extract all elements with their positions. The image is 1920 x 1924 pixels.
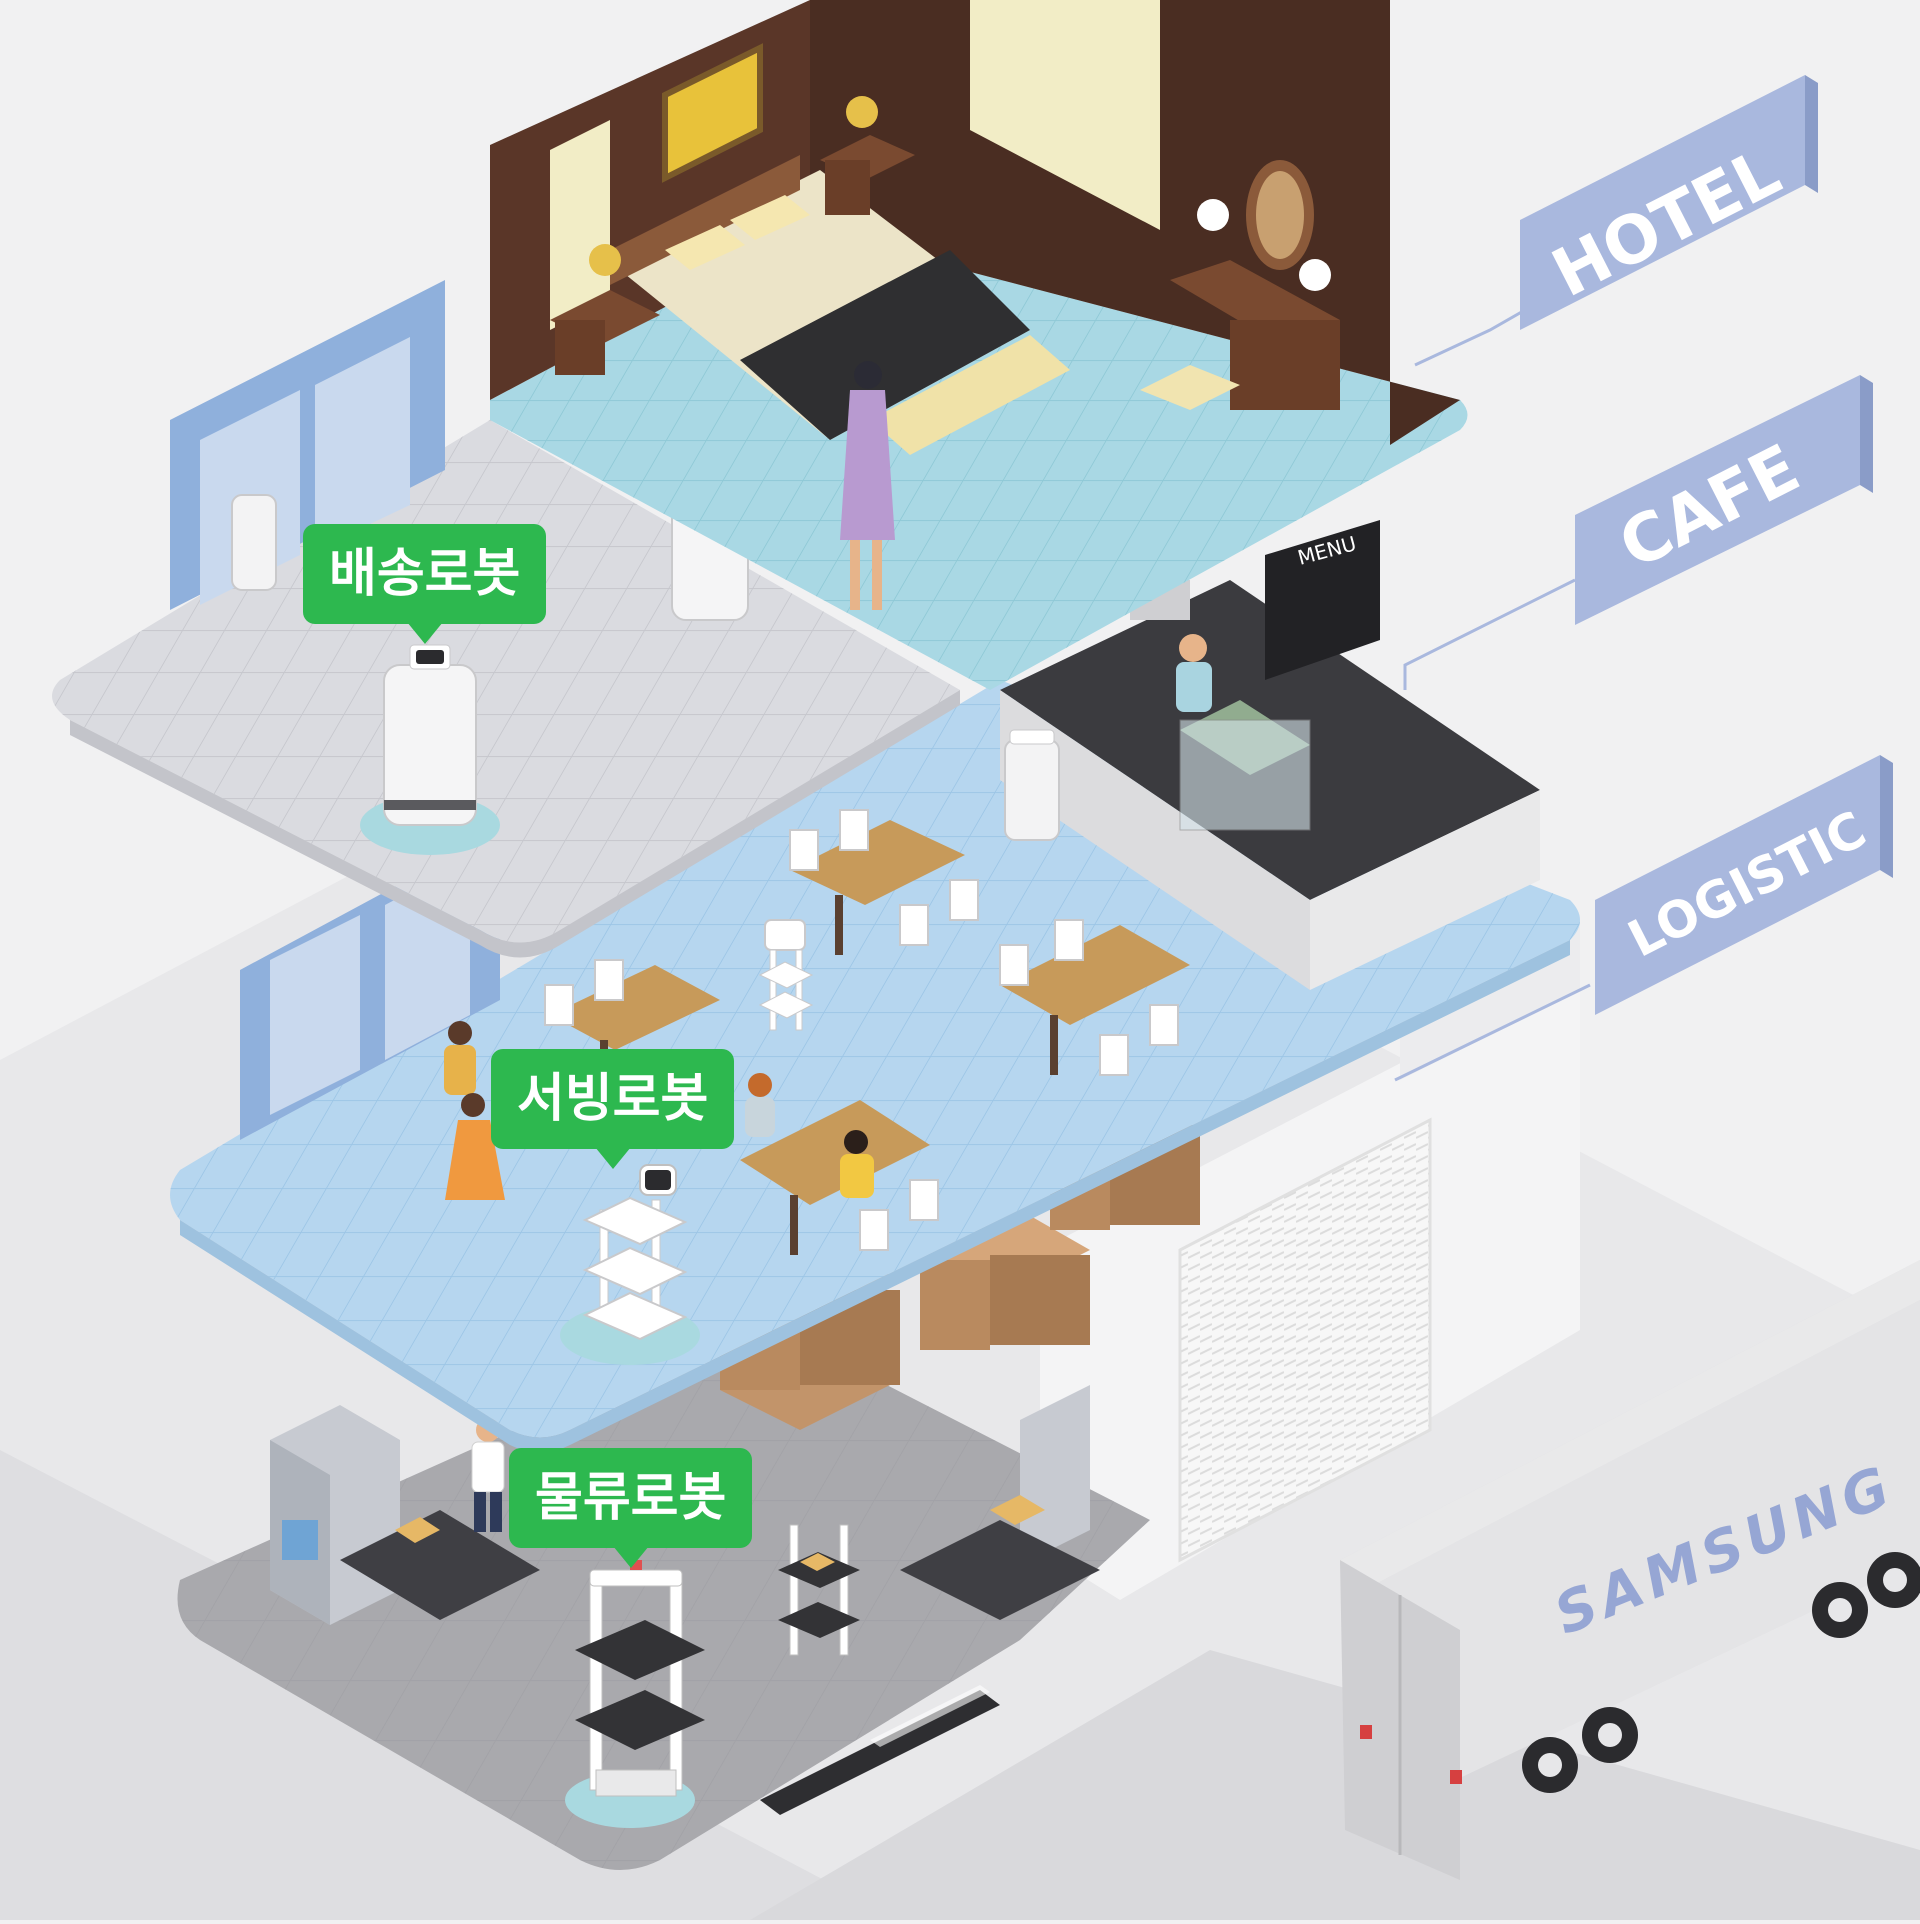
hotel-lobby-floor xyxy=(52,280,960,958)
serving-robot-small xyxy=(758,919,814,1031)
cafe-customers xyxy=(444,1021,874,1200)
hotel-guest xyxy=(840,361,895,610)
conveyor-scanner-left xyxy=(270,1405,540,1625)
cafe-floor: MENU xyxy=(170,520,1580,1453)
sign-logistic: LOGISTIC xyxy=(1595,755,1893,1015)
cafe-table-3 xyxy=(1000,925,1190,1075)
cafe-chairs xyxy=(544,809,1179,1251)
logistics-robot-main xyxy=(565,1560,705,1828)
cafe-robot-counter xyxy=(1004,729,1060,841)
hotel-room xyxy=(490,0,1468,690)
serving-robot-label: 서빙로봇 xyxy=(491,1049,735,1169)
cafe-table-4 xyxy=(740,1100,930,1255)
delivery-robot-label: 배송로봇 xyxy=(303,524,547,644)
serving-robot-main xyxy=(560,1164,700,1365)
delivery-robot-elevator xyxy=(231,494,277,591)
hotel-painting xyxy=(662,43,763,183)
hotel-window-left xyxy=(550,120,610,330)
sign-hotel: HOTEL xyxy=(1520,75,1818,330)
hotel-nightstands xyxy=(550,96,915,375)
floor-grate xyxy=(760,1685,1000,1815)
hotel-bed xyxy=(610,155,1070,455)
logistics-robot-label: 물류로봇 xyxy=(509,1448,753,1568)
barista xyxy=(1176,634,1212,712)
hotel-vanity xyxy=(1140,199,1340,410)
delivery-truck: SAMSUNG xyxy=(1340,1260,1920,1880)
logistics-robot-secondary xyxy=(778,1524,860,1656)
sign-cafe: CAFE xyxy=(1575,375,1873,625)
sign-connectors xyxy=(1394,308,1591,1082)
cafe-table-1 xyxy=(790,820,965,955)
hotel-window-right xyxy=(970,0,1160,230)
cafe-menu-board: MENU xyxy=(1265,520,1380,680)
conveyor-scanner-right xyxy=(900,1385,1100,1620)
delivery-robot-main xyxy=(360,644,500,855)
warehouse-shutter-door xyxy=(1178,1117,1432,1563)
